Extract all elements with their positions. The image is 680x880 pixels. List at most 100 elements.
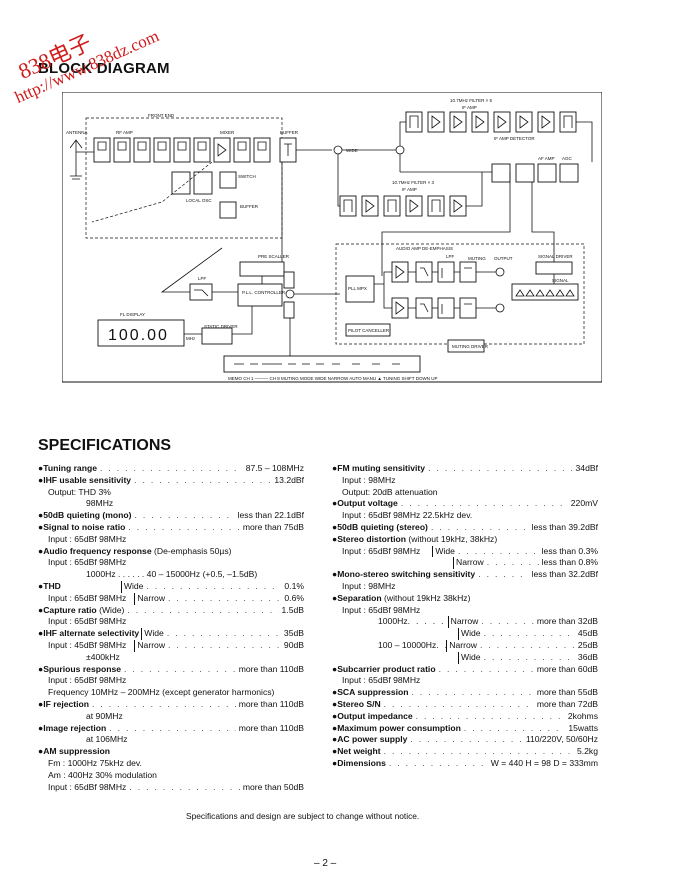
spec-subcarrier: ●Subcarrier product ratiomore than 60dB <box>332 664 598 676</box>
label-mhz: MHz <box>186 336 196 341</box>
spec-snr: ●Signal to noise ratio more than 75dB <box>38 522 304 534</box>
spec-thd-narrow: Input : 65dBf 98MHzNarrow0.6% <box>38 592 304 605</box>
spec-sca: ●SCA suppressionmore than 55dB <box>332 687 598 699</box>
spec-value: 13.2dBf <box>274 474 304 485</box>
spec-output-voltage: ●Output voltage220mV <box>332 498 598 510</box>
spec-output-impedance: ●Output impedance2kohms <box>332 711 598 723</box>
label-lpf: LPF <box>198 276 207 281</box>
spec-sep-100-wide: Wide36dB <box>332 651 598 664</box>
spec-dimensions: ●DimensionsW = 440 H = 98 D = 333mm <box>332 758 598 770</box>
spec-note: Output: THD 3% <box>48 486 111 497</box>
spec-label: ●AC power supply <box>332 734 408 745</box>
spec-label: ●Spurious response <box>38 663 122 674</box>
spec-spurious: ●Spurious responsemore than 110dB <box>38 664 304 676</box>
label-muting: MUTING <box>468 256 486 261</box>
spec-value: more than 75dB <box>242 521 304 532</box>
spec-label: ●50dB quieting (stereo) <box>332 521 428 532</box>
spec-stereo-sn: ●Stereo S/Nmore than 72dB <box>332 699 598 711</box>
spec-sep-1000-wide: Wide45dB <box>332 628 598 640</box>
label-local-osc: LOCAL OSC <box>186 198 212 203</box>
footer-note: Specifications and design are subject to… <box>186 811 420 821</box>
spec-note: Am : 400Hz 30% modulation <box>48 769 157 780</box>
spec-afr: ●Audio frequency response (De-emphasis 5… <box>38 545 232 556</box>
spec-note: ±400kHz <box>86 651 120 662</box>
spec-label: ●IF rejection <box>38 698 90 709</box>
specifications-title: SPECIFICATIONS <box>38 437 172 454</box>
spec-label: ●Subcarrier product ratio <box>332 663 436 674</box>
spec-label: ●Signal to noise ratio <box>38 521 126 532</box>
spec-label: ●FM muting sensitivity <box>332 463 426 473</box>
spec-note: Output: 20dB attenuation <box>342 486 438 497</box>
spec-label: ●Mono-stereo switching sensitivity <box>332 569 476 580</box>
label-rf-amp: RF AMP <box>116 130 133 135</box>
mid-if-chain <box>339 195 467 217</box>
spec-separation: ●Separation (without 19kHz 38kHz) <box>332 592 471 603</box>
spec-ms-switching: ●Mono-stereo switching sensitivityless t… <box>332 569 598 581</box>
label-if-amp-mid: IF AMP <box>402 187 417 192</box>
display-readout: 100.00 <box>108 327 169 344</box>
audio-chain <box>374 261 505 319</box>
spec-fm-muting: ●FM muting sensitivity34dBf <box>332 463 598 475</box>
spec-am-suppression: ●AM suppression <box>38 746 111 757</box>
spec-afr-line: 1000Hz . . . . . . 40 – 15000Hz (+0.5, –… <box>86 569 258 580</box>
spec-label: ●Net weight <box>332 746 381 757</box>
label-switch: SWITCH <box>238 174 256 179</box>
spec-quieting-stereo: ●50dB quieting (stereo)less than 39.2dBf <box>332 522 598 534</box>
spec-alt-narrow: Input : 45dBf 98MHzNarrow90dB <box>38 639 304 652</box>
spec-label: ●IHF usable sensitivity <box>38 474 132 485</box>
spec-note: at 106MHz <box>86 734 128 745</box>
page-number: – 2 – <box>314 858 337 869</box>
label-mixer: MIXER <box>220 130 235 135</box>
spec-label: ●SCA suppression <box>332 687 409 698</box>
label-agc: AGC <box>562 156 573 161</box>
spec-note: Input : 65dBf 98MHz <box>48 533 127 544</box>
top-if-chain <box>405 111 577 133</box>
label-wide: WIDE <box>346 148 358 153</box>
specs-column-left: ●Tuning range 87.5 – 108MHz ●IHF usable s… <box>38 463 304 793</box>
spec-tuning-range: ●Tuning range 87.5 – 108MHz <box>38 463 304 475</box>
label-if-amp-top: IF AMP <box>462 105 477 110</box>
block-diagram: FRONT END ANTENNA RF AMP MIXER BUFFER SW… <box>62 92 602 383</box>
label-antenna: ANTENNA <box>66 130 88 135</box>
spec-stereo-dist-wide: Input : 65dBf 98MHzWideless than 0.3% <box>332 545 598 558</box>
label-output: OUTPUT <box>494 256 513 261</box>
spec-if-rejection: ●IF rejectionmore than 110dB <box>38 699 304 711</box>
label-fm-detector: IF AMP DETECTOR <box>494 136 535 141</box>
spec-note: (De-emphasis 50µs) <box>154 545 232 556</box>
spec-sep-1000-narrow: 1000Hz. . . . . . .Narrowmore than 32dB <box>332 616 598 629</box>
spec-label: ●Capture ratio <box>38 604 97 615</box>
label-display: FL DISPLAY <box>120 312 145 317</box>
spec-label: ●Image rejection <box>38 722 107 733</box>
spec-value: less than 22.1dBf <box>237 510 304 521</box>
spec-note: Input : 65dBf 98MHz <box>342 604 421 615</box>
spec-note: Input : 65dBf 98MHz <box>342 675 421 686</box>
front-end-chain <box>93 137 297 163</box>
spec-label: ●Stereo S/N <box>332 698 381 709</box>
spec-ihf-sensitivity: ●IHF usable sensitivity 13.2dBf <box>38 475 304 487</box>
spec-value: 87.5 – 108MHz <box>245 463 304 473</box>
spec-label: ●Tuning range <box>38 463 97 473</box>
spec-quieting-mono: ●50dB quieting (mono)less than 22.1dBf <box>38 510 304 522</box>
spec-note: Input : 65dBf 98MHz <box>48 557 127 568</box>
spec-label: ●THD <box>38 580 61 591</box>
label-pll: P.L.L. CONTROLLER <box>242 290 286 295</box>
label-de-emphasis: DE-EMPHASIS <box>422 246 453 251</box>
label-filter-top: 10.7MHz FILTER × 5 <box>450 98 493 103</box>
spec-label: ●Output impedance <box>332 710 413 721</box>
spec-image-rejection: ●Image rejectionmore than 110dB <box>38 723 304 735</box>
spec-stereo-distortion: ●Stereo distortion (without 19kHz, 38kHz… <box>332 533 498 544</box>
label-lpf2: LPF <box>446 254 455 259</box>
label-audio-amp: AUDIO AMP <box>396 246 421 251</box>
spec-alt-wide: ●IHF alternate selectivityWide35dB <box>38 628 304 640</box>
label-pre-scaller: PRE SCALLER <box>258 254 290 259</box>
label-static-driver: STATIC DRIVER <box>204 324 238 329</box>
label-buttons-row: MEMO CH 1 ——— CH 8 MUTING MODE WIDE NARR… <box>228 376 437 381</box>
label-buffer: BUFFER <box>280 130 299 135</box>
label-signal: SIGNAL <box>552 278 569 283</box>
label-filter-mid: 10.7MHz FILTER × 3 <box>392 180 435 185</box>
spec-note: 98MHz <box>86 498 114 509</box>
spec-sep-100-narrow: 100 – 10000Hz. .Narrow25dB <box>332 639 598 652</box>
spec-net-weight: ●Net weight5.2kg <box>332 746 598 758</box>
label-pll-mpx: PLL MPX <box>348 286 367 291</box>
label-front-end: FRONT END <box>148 113 175 118</box>
